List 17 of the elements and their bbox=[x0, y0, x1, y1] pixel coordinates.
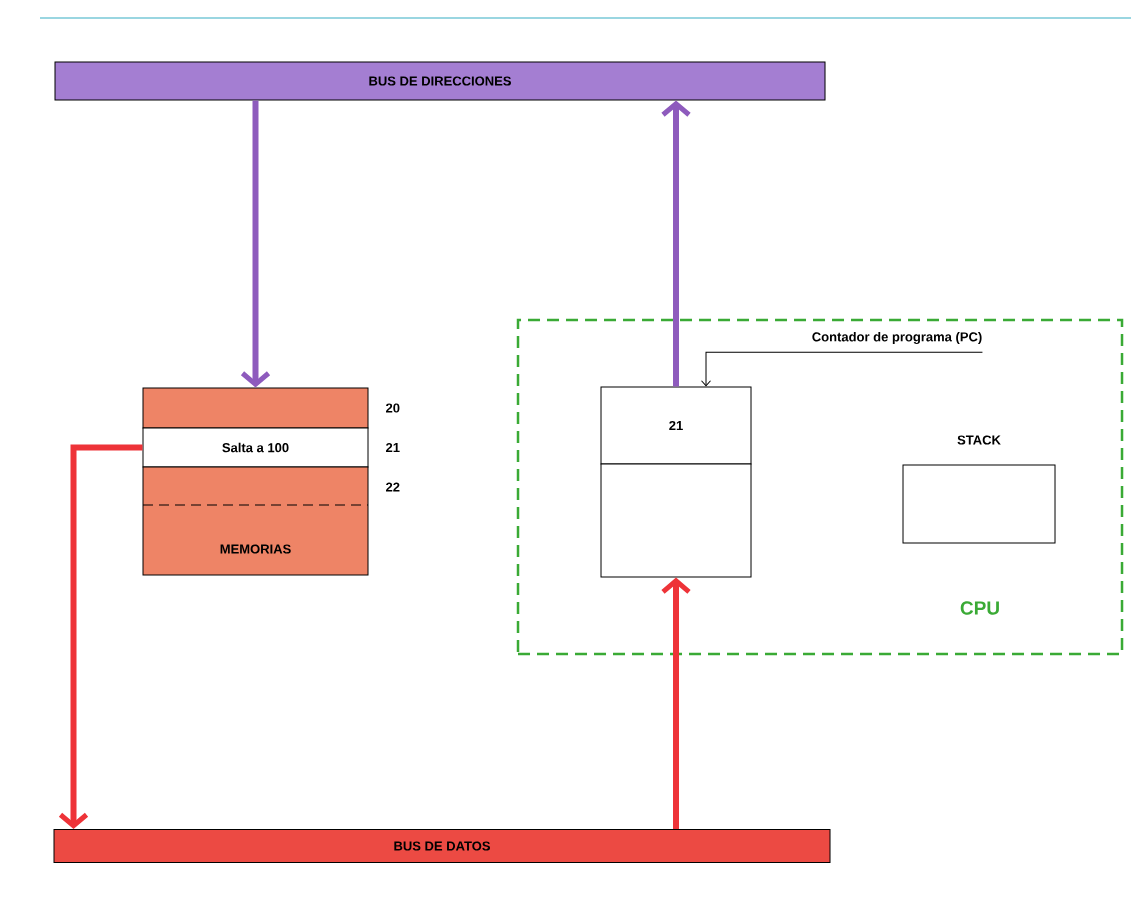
node-label: 22 bbox=[386, 482, 400, 492]
memory-cell: Salta a 100 21 bbox=[142, 427, 400, 468]
node-label: 21 bbox=[386, 442, 400, 453]
leader-label: Contador de programa (PC) bbox=[812, 331, 982, 345]
memory-cell: 20 bbox=[142, 387, 400, 429]
arrow bbox=[240, 100, 271, 388]
arrow bbox=[661, 100, 691, 387]
arrow bbox=[58, 444, 143, 829]
node-label: 20 bbox=[386, 403, 400, 413]
register-box: 21 bbox=[600, 386, 752, 465]
bus-bar: BUS DE DIRECCIONES bbox=[54, 61, 826, 101]
register-box bbox=[600, 463, 752, 578]
node-label: STACK bbox=[957, 435, 1001, 445]
bus-bar: BUS DE DATOS bbox=[53, 829, 831, 863]
leader-line bbox=[701, 351, 983, 387]
memory-block: MEMORIAS 22 bbox=[142, 466, 400, 576]
stack-box: STACK bbox=[902, 435, 1056, 544]
